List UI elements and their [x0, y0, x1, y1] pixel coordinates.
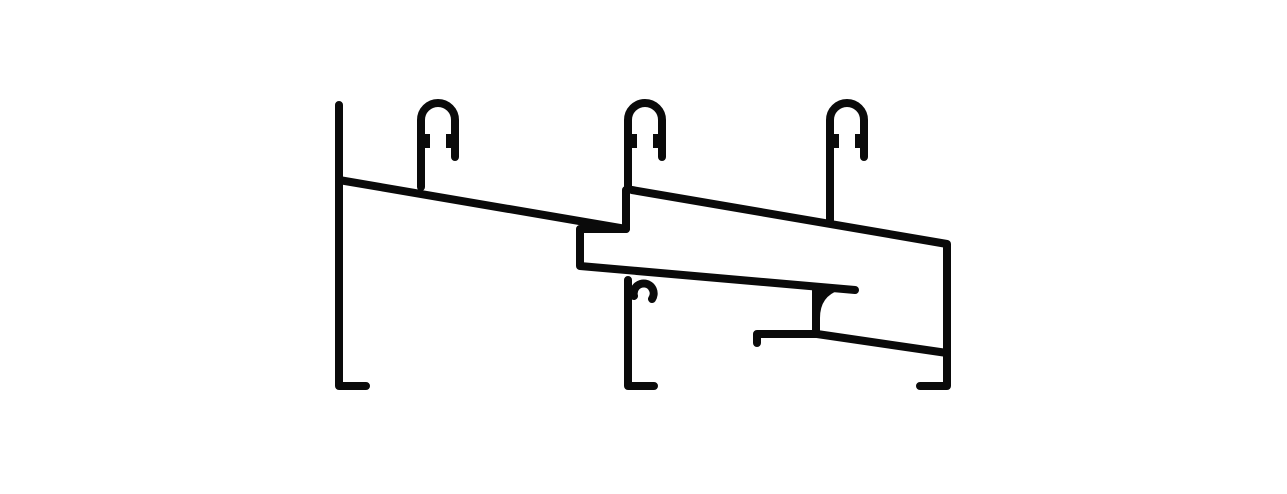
upper-slope-left	[335, 176, 630, 233]
middle-post	[624, 276, 658, 390]
hook-3	[826, 99, 868, 224]
hook-1	[417, 99, 459, 191]
hook-2	[624, 99, 666, 194]
t-section-fillet	[812, 290, 840, 333]
lower-frame	[576, 225, 859, 294]
t-section-base	[753, 330, 951, 357]
left-post	[335, 101, 370, 390]
lower-hook	[629, 279, 658, 303]
upper-slope-right	[628, 186, 951, 390]
